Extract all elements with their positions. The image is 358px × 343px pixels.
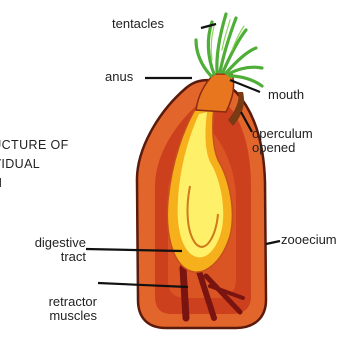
title-line-1: STRUCTURE OF [0, 136, 98, 155]
label-operculum: operculum opened [252, 127, 313, 155]
label-mouth: mouth [268, 88, 304, 102]
label-retractor-line1: retractor [8, 295, 97, 309]
label-anus: anus [105, 70, 133, 84]
title-line-3: ZOAN [0, 174, 98, 193]
label-operculum-line2: opened [252, 141, 313, 155]
label-retractor-line2: muscles [8, 309, 97, 323]
diagram-title: STRUCTURE OF INDIVIDUAL ZOAN [0, 136, 98, 193]
label-operculum-line1: operculum [252, 127, 313, 141]
label-digestive-line1: digestive [8, 236, 86, 250]
label-zooecium: zooecium [281, 233, 337, 247]
label-digestive-tract: digestive tract [8, 236, 86, 264]
label-retractor-muscles: retractor muscles [8, 295, 97, 323]
label-digestive-line2: tract [8, 250, 86, 264]
label-tentacles: tentacles [112, 17, 164, 31]
leader-zooecium [266, 241, 280, 244]
title-line-2: INDIVIDUAL [0, 155, 98, 174]
